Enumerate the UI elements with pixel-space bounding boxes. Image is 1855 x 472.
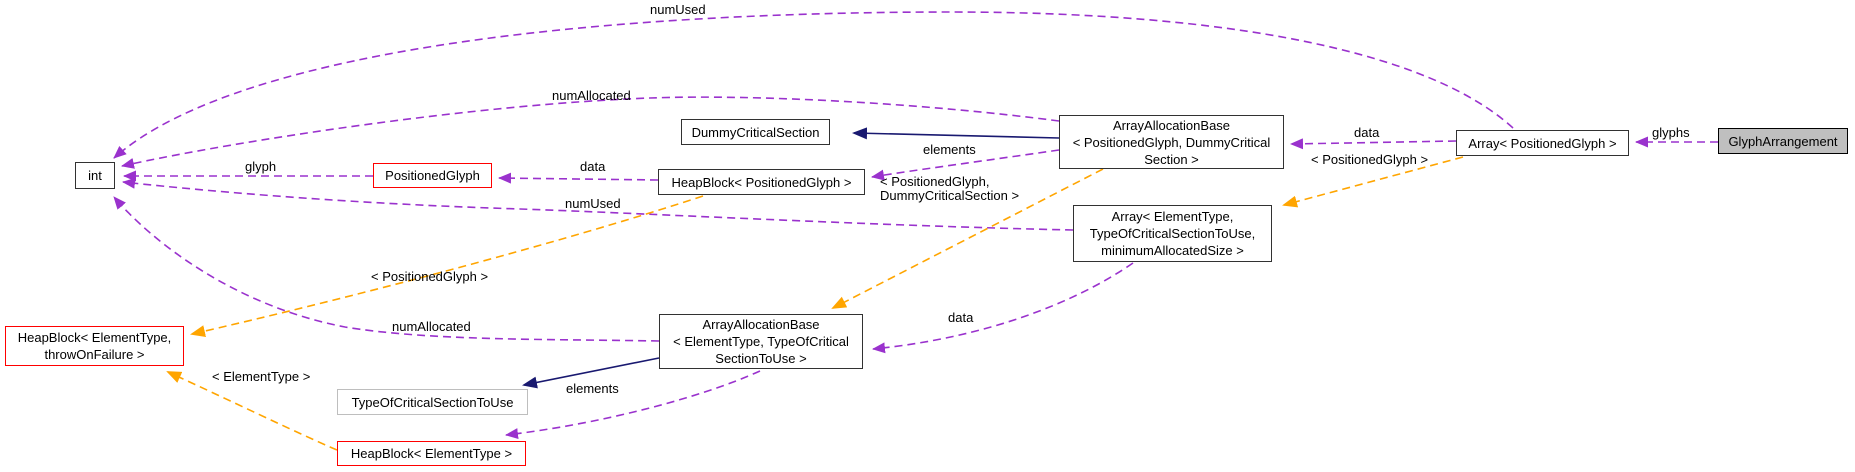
edge-label-data-right: data xyxy=(1354,125,1380,140)
edge-label-num-allocated-bottom: numAllocated xyxy=(392,319,471,334)
edge-label-glyphs: glyphs xyxy=(1652,125,1690,140)
edge-label-template-heapblock-pg: < PositionedGlyph > xyxy=(371,269,489,284)
edge-data-bottom xyxy=(872,262,1134,354)
edge-template-heapblock-pg xyxy=(190,195,704,337)
node-array-element-type[interactable]: Array< ElementType, TypeOfCriticalSectio… xyxy=(1073,205,1272,262)
edge-num-allocated-bottom xyxy=(113,196,660,342)
edge-label-elements-top: elements xyxy=(923,142,976,157)
edge-data-right xyxy=(1290,138,1457,150)
edge-inherit-dummy-critical-section xyxy=(852,127,1060,140)
edge-elements-top xyxy=(871,149,1060,181)
edge-num-used-mid xyxy=(122,177,1074,231)
edge-num-used-top xyxy=(113,11,1514,159)
node-heapblock-element-type-throw-on-failure[interactable]: HeapBlock< ElementType, throwOnFailure > xyxy=(5,326,184,366)
edge-label-template-array: < PositionedGlyph > xyxy=(1311,152,1429,167)
edge-label-num-allocated-top: numAllocated xyxy=(552,88,631,103)
edge-template-aab xyxy=(831,168,1104,309)
node-array-positioned-glyph[interactable]: Array< PositionedGlyph > xyxy=(1456,130,1629,156)
edge-template-array xyxy=(1282,156,1464,208)
node-glyph-arrangement: GlyphArrangement xyxy=(1718,128,1848,154)
edge-label-num-used-mid: numUsed xyxy=(565,196,621,211)
edge-label-num-used-top: numUsed xyxy=(650,2,706,17)
edge-label-template-heapblock-et: < ElementType > xyxy=(212,369,311,384)
node-int: int xyxy=(75,162,115,189)
edge-num-allocated-top xyxy=(121,96,1060,169)
edge-label-glyph: glyph xyxy=(245,159,277,174)
node-positioned-glyph[interactable]: PositionedGlyph xyxy=(373,163,492,188)
node-heapblock-positioned-glyph[interactable]: HeapBlock< PositionedGlyph > xyxy=(658,169,865,195)
edge-elements-bottom xyxy=(505,370,761,440)
node-array-allocation-base-positioned-glyph[interactable]: ArrayAllocationBase < PositionedGlyph, D… xyxy=(1059,115,1284,169)
edge-label-data-mid: data xyxy=(580,159,606,174)
node-heapblock-element-type[interactable]: HeapBlock< ElementType > xyxy=(337,441,526,466)
node-type-of-critical-section-to-use: TypeOfCriticalSectionToUse xyxy=(337,389,528,415)
edge-label-data-bottom: data xyxy=(948,310,974,325)
edge-template-heapblock-et xyxy=(166,371,338,451)
edge-data-mid xyxy=(498,172,659,184)
node-dummy-critical-section[interactable]: DummyCriticalSection xyxy=(681,119,830,145)
edge-label-template-aab-line1: < PositionedGlyph, xyxy=(880,174,990,189)
edge-inherit-type-of-critical-section xyxy=(522,357,660,389)
edge-label-template-aab-line2: DummyCriticalSection > xyxy=(880,188,1020,203)
edge-label-elements-bottom: elements xyxy=(566,381,619,396)
node-array-allocation-base-element-type[interactable]: ArrayAllocationBase < ElementType, TypeO… xyxy=(659,314,863,369)
